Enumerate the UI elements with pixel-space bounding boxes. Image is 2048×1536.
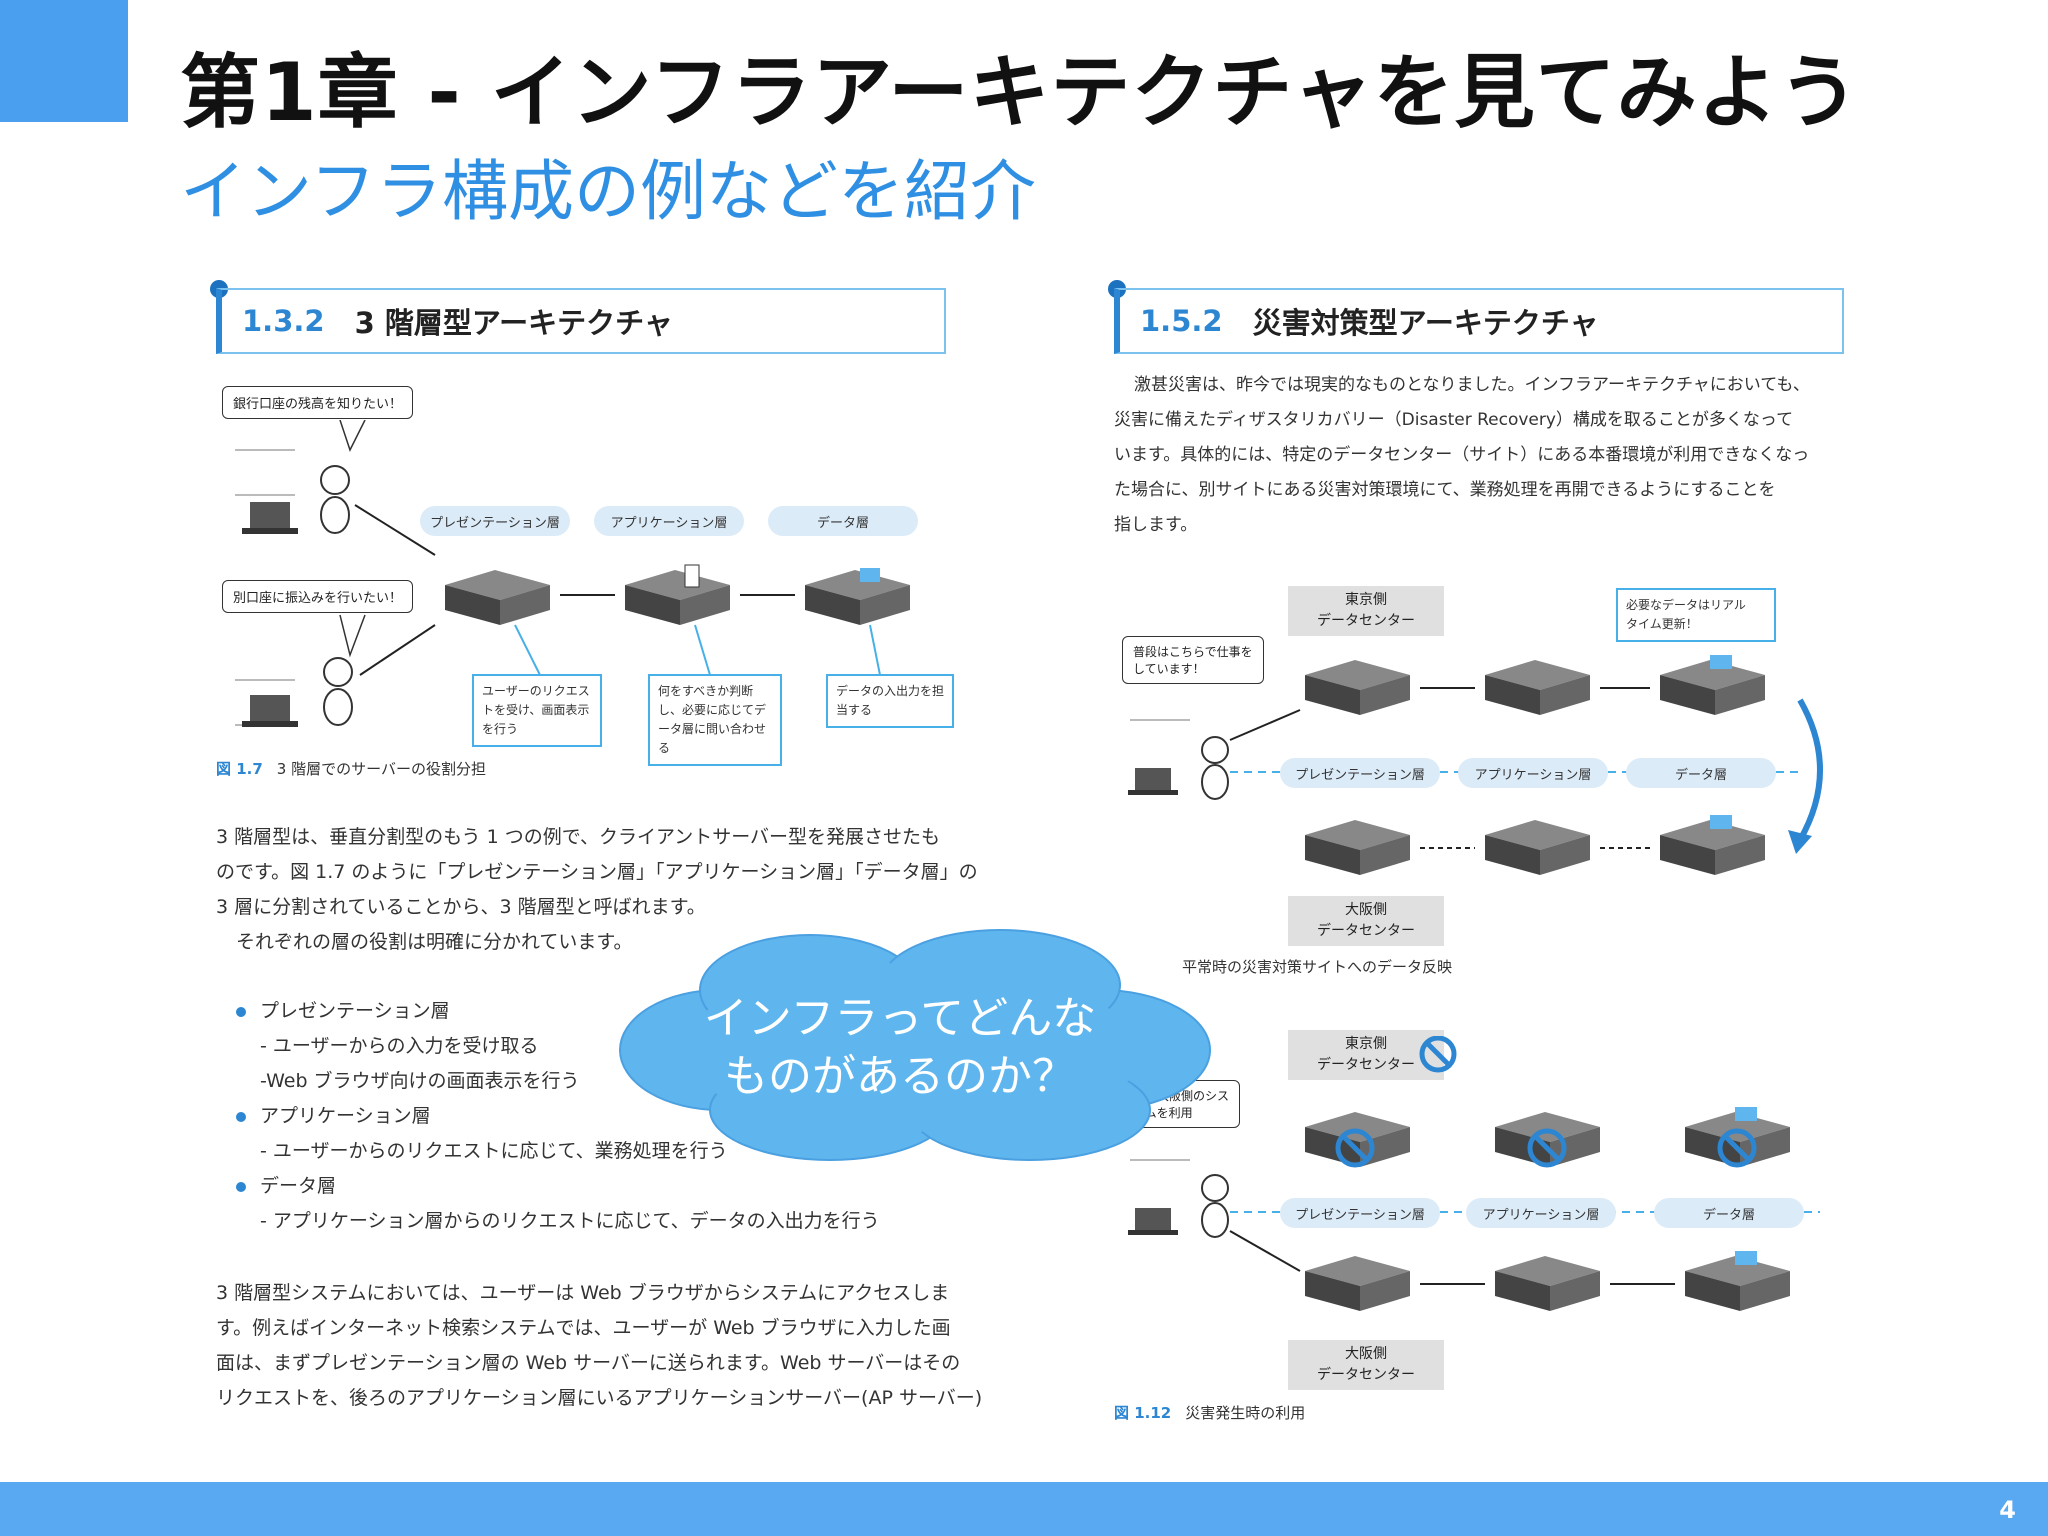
bullet-head: アプリケーション層 — [236, 1099, 880, 1134]
bullet-item: -Web ブラウザ向けの画面表示を行う — [260, 1070, 580, 1092]
figure-1-12-text: 災害発生時の利用 — [1185, 1404, 1306, 1422]
layer-label-application: アプリケーション層 — [1458, 758, 1608, 788]
callout-presentation: ユーザーのリクエストを受け、画面表示を行う — [472, 674, 602, 747]
text-line: 激甚災害は、昨今では現実的なものとなりました。インフラアーキテクチャにおいても、 — [1134, 375, 1810, 395]
figure-dr-disaster-drawing — [1128, 1036, 1820, 1311]
right-section-title: 災害対策型アーキテクチャ — [1252, 306, 1599, 340]
speech-bubble-transfer: 別口座に振込みを行いたい！ — [222, 580, 414, 613]
layer-label-presentation: プレゼンテーション層 — [420, 506, 570, 536]
slide-title: 第1章 - インフラアーキテクチャを見てみよう — [180, 46, 1860, 139]
figure-1-12-number: 図 1.12 — [1114, 1404, 1172, 1422]
figure-1-12-caption: 図 1.12 災害発生時の利用 — [1114, 1402, 1305, 1423]
text-line: 3 階層型システムにおいては、ユーザーは Web ブラウザからシステムにアクセス… — [216, 1282, 950, 1304]
text-line: います。具体的には、特定のデータセンター（サイト）にある本番環境が利用できなくな… — [1114, 445, 1810, 465]
footer-bar: 4 — [0, 1482, 2048, 1536]
callout-realtime: 必要なデータはリアル タイム更新！ — [1616, 588, 1776, 642]
text-line: 災害に備えたディザスタリカバリー（Disaster Recovery）構成を取る… — [1114, 410, 1794, 430]
layer-label-data: データ層 — [1626, 758, 1776, 788]
bullet-label: プレゼンテーション層 — [260, 1000, 450, 1022]
text-line: 面は、まずプレゼンテーション層の Web サーバーに送られます。Web サーバー… — [216, 1352, 961, 1374]
left-section-title: 3 階層型アーキテクチャ — [354, 306, 673, 340]
figure-3tier-drawing — [235, 420, 910, 727]
text-line: それぞれの層の役割は明確に分かれています。 — [236, 931, 633, 953]
left-paragraph-2: 3 階層型システムにおいては、ユーザーは Web ブラウザからシステムにアクセス… — [216, 1276, 982, 1416]
page-number: 4 — [1999, 1496, 2016, 1524]
cloud-line-1: インフラってどんな — [703, 993, 1097, 1044]
text-line: す。例えばインターネット検索システムでは、ユーザーが Web ブラウザに入力した… — [216, 1317, 951, 1339]
bullet-head: データ層 — [236, 1169, 880, 1204]
speech-bubble-normal: 普段はこちらで仕事を しています！ — [1122, 636, 1264, 684]
callout-data: データの入出力を担当する — [826, 674, 954, 728]
bullet-label: データ層 — [260, 1175, 337, 1197]
dc-label-tokyo: 東京側 データセンター — [1288, 1030, 1444, 1080]
text-line: 3 階層型は、垂直分割型のもう 1 つの例で、クライアントサーバー型を発展させた… — [216, 826, 941, 848]
text-line: た場合に、別サイトにある災害対策環境にて、業務処理を再開できるようにすることを — [1114, 480, 1776, 500]
figure-1-7-number: 図 1.7 — [216, 760, 263, 778]
cloud-text: インフラってどんな ものがあるのか？ — [640, 990, 1160, 1106]
corner-accent — [0, 0, 128, 122]
bullet-dot — [236, 1006, 246, 1017]
bullet-dot — [236, 1181, 246, 1192]
layer-label-application: アプリケーション層 — [1466, 1198, 1616, 1228]
speech-bubble-balance: 銀行口座の残高を知りたい！ — [222, 386, 414, 419]
text-line: リクエストを、後ろのアプリケーション層にいるアプリケーションサーバー(AP サー… — [216, 1387, 983, 1409]
figure-1-7-text: 3 階層でのサーバーの役割分担 — [276, 760, 486, 778]
cloud-line-2: ものがあるのか？ — [724, 1051, 1076, 1102]
dc-label-tokyo: 東京側 データセンター — [1288, 586, 1444, 636]
layer-label-data: データ層 — [1654, 1198, 1804, 1228]
right-section-number: 1.5.2 — [1140, 304, 1223, 338]
dc-label-osaka: 大阪側 データセンター — [1288, 1340, 1444, 1390]
slide-subtitle: インフラ構成の例などを紹介 — [180, 153, 1037, 230]
layer-label-presentation: プレゼンテーション層 — [1280, 758, 1440, 788]
layer-label-application: アプリケーション層 — [594, 506, 744, 536]
thought-cloud — [619, 929, 1211, 1161]
text-line: 3 層に分割されていることから、3 階層型と呼ばれます。 — [216, 896, 706, 918]
layer-label-presentation: プレゼンテーション層 — [1280, 1198, 1440, 1228]
bullet-item: - アプリケーション層からのリクエストに応じて、データの入出力を行う — [260, 1210, 880, 1232]
left-bullet-list: プレゼンテーション層 - ユーザーからの入力を受け取る -Web ブラウザ向けの… — [236, 994, 880, 1239]
figure-1-7-caption: 図 1.7 3 階層でのサーバーの役割分担 — [216, 758, 486, 779]
callout-application: 何をすべきか判断し、必要に応じてデータ層に問い合わせる — [648, 674, 782, 766]
dc-label-osaka: 大阪側 データセンター — [1288, 896, 1444, 946]
left-section-number: 1.3.2 — [242, 304, 325, 338]
figure-dr-normal-caption: 平常時の災害対策サイトへのデータ反映 — [1182, 958, 1453, 976]
right-paragraph: 激甚災害は、昨今では現実的なものとなりました。インフラアーキテクチャにおいても、… — [1114, 368, 1810, 543]
text-line: 指します。 — [1114, 515, 1198, 535]
figure-dr-normal-drawing — [1128, 655, 1823, 875]
text-line: のです。図 1.7 のように「プレゼンテーション層」「アプリケーション層」「デー… — [216, 861, 978, 883]
layer-label-data: データ層 — [768, 506, 918, 536]
bullet-dot — [236, 1111, 246, 1122]
left-paragraph-1: 3 階層型は、垂直分割型のもう 1 つの例で、クライアントサーバー型を発展させた… — [216, 820, 978, 960]
bullet-head: プレゼンテーション層 — [236, 994, 880, 1029]
right-section-heading: 1.5.2 災害対策型アーキテクチャ — [1114, 288, 1844, 354]
bullet-item: - ユーザーからの入力を受け取る — [260, 1035, 539, 1057]
bullet-item: - ユーザーからのリクエストに応じて、業務処理を行う — [260, 1140, 728, 1162]
bullet-label: アプリケーション層 — [260, 1105, 431, 1127]
left-section-heading: 1.3.2 3 階層型アーキテクチャ — [216, 288, 946, 354]
